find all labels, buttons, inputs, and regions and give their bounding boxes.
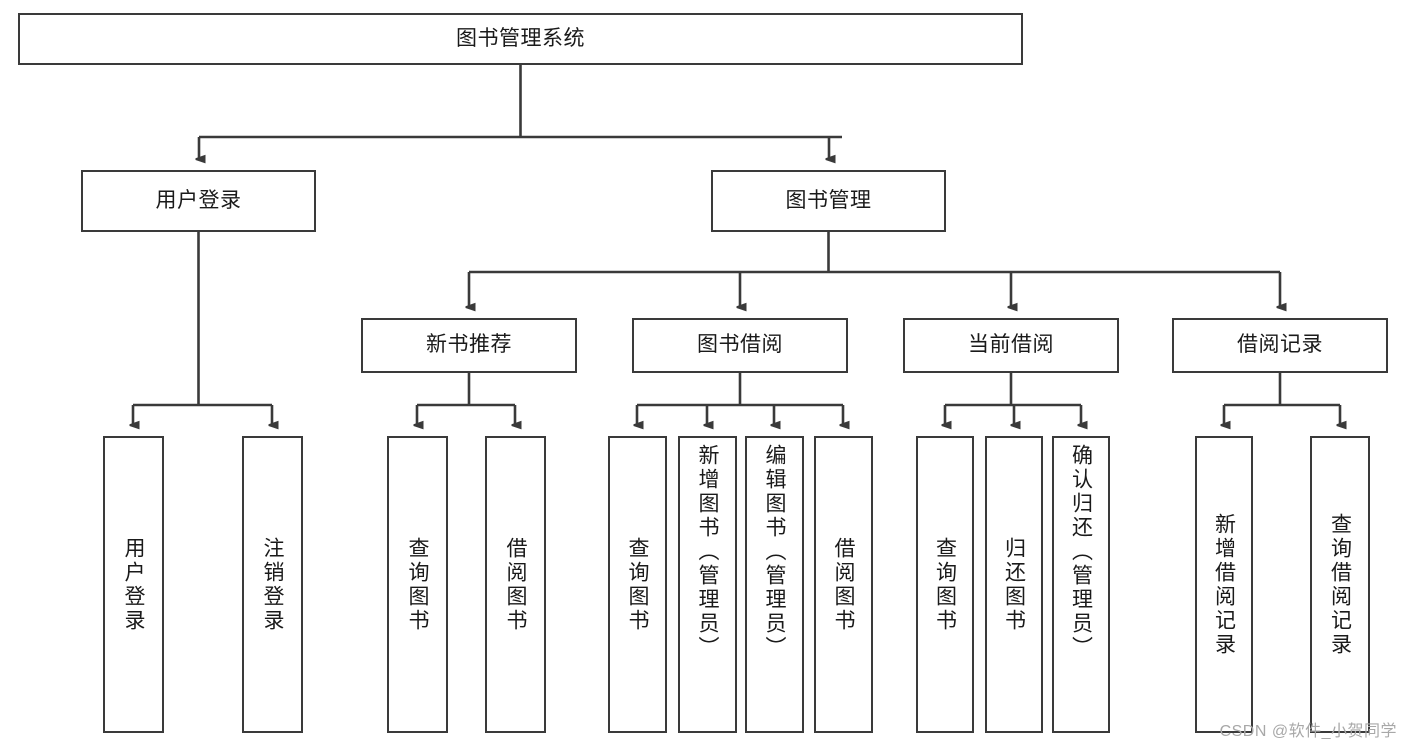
node-user-login[interactable]: 用户登录: [81, 170, 316, 232]
node-borrow-record-label: 借阅记录: [1237, 333, 1323, 357]
node-root-label: 图书管理系统: [456, 26, 585, 50]
node-new-book-recommend-label: 新书推荐: [426, 333, 512, 357]
node-leaf-return-book-label: 归还图书: [1002, 536, 1026, 633]
node-leaf-query-book-current[interactable]: 查询图书: [916, 436, 974, 733]
node-leaf-query-borrow-record-label: 查询借阅记录: [1328, 512, 1352, 657]
node-leaf-query-book-recommend[interactable]: 查询图书: [387, 436, 448, 733]
node-leaf-borrow-book-recommend[interactable]: 借阅图书: [485, 436, 546, 733]
node-book-manage[interactable]: 图书管理: [711, 170, 946, 232]
node-new-book-recommend[interactable]: 新书推荐: [361, 318, 577, 373]
node-leaf-edit-book[interactable]: 编辑图书（管理员）: [745, 436, 804, 733]
node-book-borrow-label: 图书借阅: [697, 333, 783, 357]
node-leaf-user-logout[interactable]: 注销登录: [242, 436, 303, 733]
node-leaf-return-book[interactable]: 归还图书: [985, 436, 1043, 733]
watermark: CSDN @软件_小贺同学: [1219, 723, 1397, 740]
node-leaf-user-login[interactable]: 用户登录: [103, 436, 164, 733]
node-current-borrow[interactable]: 当前借阅: [903, 318, 1119, 373]
node-leaf-confirm-return-label: 确认归还（管理员）: [1069, 444, 1093, 660]
node-borrow-record[interactable]: 借阅记录: [1172, 318, 1388, 373]
node-leaf-user-logout-label: 注销登录: [261, 536, 284, 633]
node-leaf-add-book[interactable]: 新增图书（管理员）: [678, 436, 737, 733]
node-leaf-add-book-label: 新增图书（管理员）: [696, 444, 719, 660]
node-user-login-label: 用户登录: [155, 188, 242, 212]
node-book-manage-label: 图书管理: [785, 188, 872, 212]
node-leaf-borrow-book-label: 借阅图书: [832, 536, 855, 633]
node-leaf-user-login-label: 用户登录: [122, 536, 145, 633]
node-leaf-query-book-borrow-label: 查询图书: [626, 536, 649, 633]
node-leaf-add-borrow-record-label: 新增借阅记录: [1212, 512, 1236, 657]
node-leaf-query-borrow-record[interactable]: 查询借阅记录: [1310, 436, 1370, 733]
node-leaf-edit-book-label: 编辑图书（管理员）: [763, 444, 786, 660]
node-leaf-confirm-return[interactable]: 确认归还（管理员）: [1052, 436, 1110, 733]
node-leaf-query-book-recommend-label: 查询图书: [406, 536, 429, 633]
node-leaf-add-borrow-record[interactable]: 新增借阅记录: [1195, 436, 1253, 733]
node-root[interactable]: 图书管理系统: [18, 13, 1023, 65]
node-leaf-borrow-book[interactable]: 借阅图书: [814, 436, 873, 733]
node-leaf-query-book-borrow[interactable]: 查询图书: [608, 436, 667, 733]
node-book-borrow[interactable]: 图书借阅: [632, 318, 848, 373]
node-current-borrow-label: 当前借阅: [968, 333, 1054, 357]
node-leaf-query-book-current-label: 查询图书: [933, 536, 957, 633]
node-leaf-borrow-book-recommend-label: 借阅图书: [504, 536, 527, 633]
